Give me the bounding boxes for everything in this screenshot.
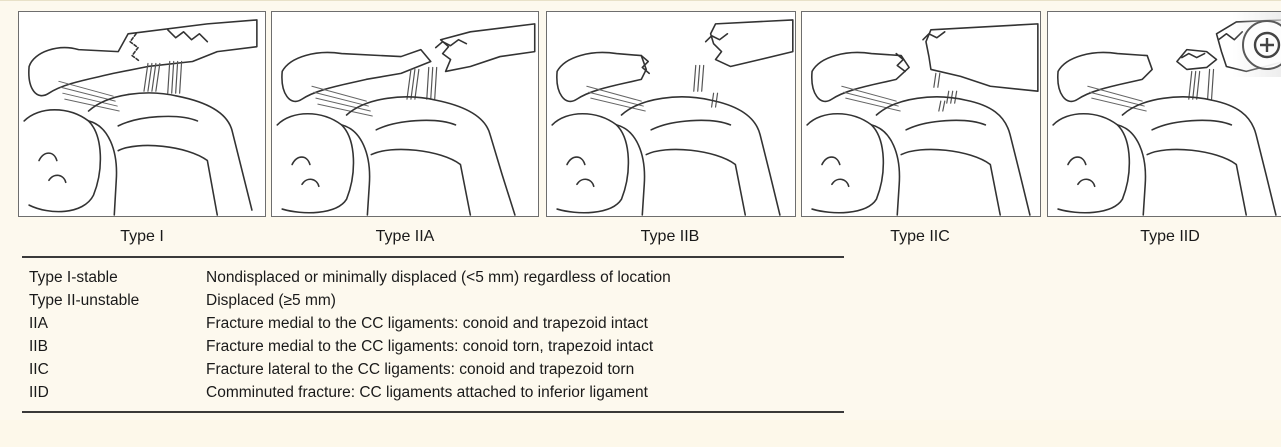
caption-type-i: Type I xyxy=(120,228,164,246)
anatomy-drawing-type-i xyxy=(19,12,265,216)
row-type: IIB xyxy=(29,337,204,357)
caption-type-iib: Type IIB xyxy=(641,228,700,246)
row-type: IIA xyxy=(29,314,204,334)
row-type: Type II-unstable xyxy=(29,291,204,311)
caption-type-iic: Type IIC xyxy=(890,228,950,246)
table-rule-top xyxy=(22,256,844,258)
anatomy-drawing-type-iib xyxy=(547,12,795,216)
anatomy-drawing-type-iic xyxy=(802,12,1040,216)
table-rule-bottom xyxy=(22,411,844,413)
row-description: Fracture medial to the CC ligaments: con… xyxy=(206,314,648,334)
row-type: Type I-stable xyxy=(29,268,204,288)
caption-type-iid: Type IID xyxy=(1140,228,1200,246)
row-type: IID xyxy=(29,383,204,403)
panel-type-i xyxy=(18,11,266,217)
panel-type-iic xyxy=(801,11,1041,217)
row-type: IIC xyxy=(29,360,204,380)
row-description: Fracture lateral to the CC ligaments: co… xyxy=(206,360,634,380)
top-border xyxy=(0,0,1281,1)
caption-type-iia: Type IIA xyxy=(376,228,435,246)
row-description: Displaced (≥5 mm) xyxy=(206,291,336,311)
row-description: Fracture medial to the CC ligaments: con… xyxy=(206,337,653,357)
row-description: Comminuted fracture: CC ligaments attach… xyxy=(206,383,648,403)
panel-type-iib xyxy=(546,11,796,217)
panel-type-iia xyxy=(271,11,539,217)
anatomy-drawing-type-iia xyxy=(272,12,538,216)
zoom-in-icon xyxy=(1253,31,1281,59)
figure: Type I Type IIA xyxy=(0,0,1281,420)
row-description: Nondisplaced or minimally displaced (<5 … xyxy=(206,268,671,288)
